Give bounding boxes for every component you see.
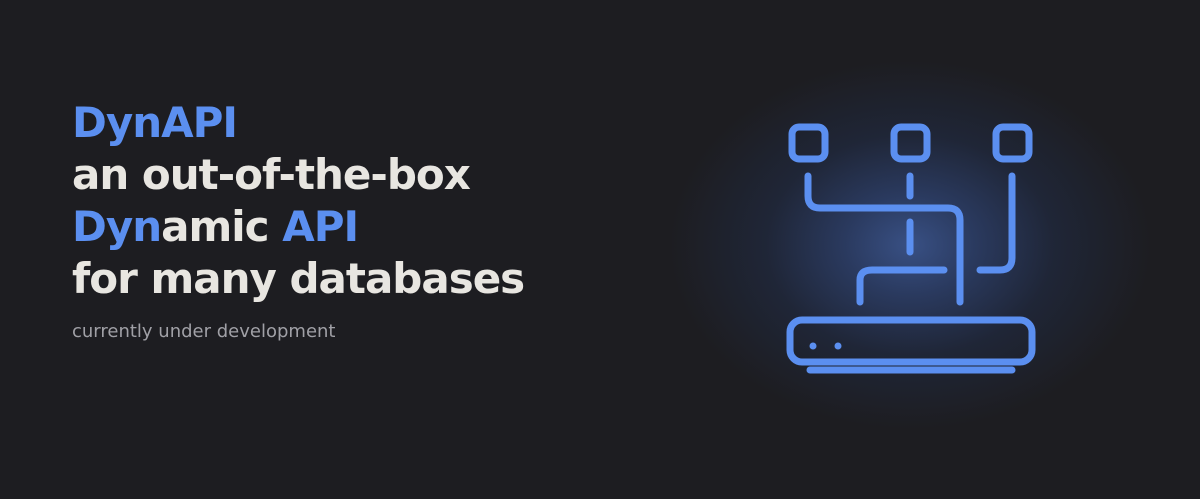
product-name: DynAPI xyxy=(72,98,238,147)
headline-line-1: DynAPI xyxy=(72,97,632,149)
headline-accent-api: API xyxy=(282,202,359,251)
headline-accent-dyn: Dyn xyxy=(72,202,162,251)
headline: DynAPI an out-of-the-box Dynamic API for… xyxy=(72,97,632,305)
server-light-2-icon xyxy=(834,342,842,350)
database-server-network-icon xyxy=(786,123,1036,374)
subtitle: currently under development xyxy=(72,321,336,342)
server-body-icon xyxy=(786,316,1036,366)
headline-line-3: Dynamic API xyxy=(72,201,632,253)
headline-line-4: for many databases xyxy=(72,254,525,303)
node-middle-icon xyxy=(890,123,931,163)
connector-left-icon xyxy=(804,172,964,306)
headline-line-2: an out-of-the-box xyxy=(72,150,471,199)
server-light-1-icon xyxy=(809,342,817,350)
node-left-icon xyxy=(788,123,829,163)
headline-text-amic: amic xyxy=(161,202,283,251)
hero-text: DynAPI an out-of-the-box Dynamic API for… xyxy=(72,97,632,343)
connector-lower-icon xyxy=(856,266,948,306)
connector-right-icon xyxy=(976,172,1016,274)
node-right-icon xyxy=(992,123,1033,163)
